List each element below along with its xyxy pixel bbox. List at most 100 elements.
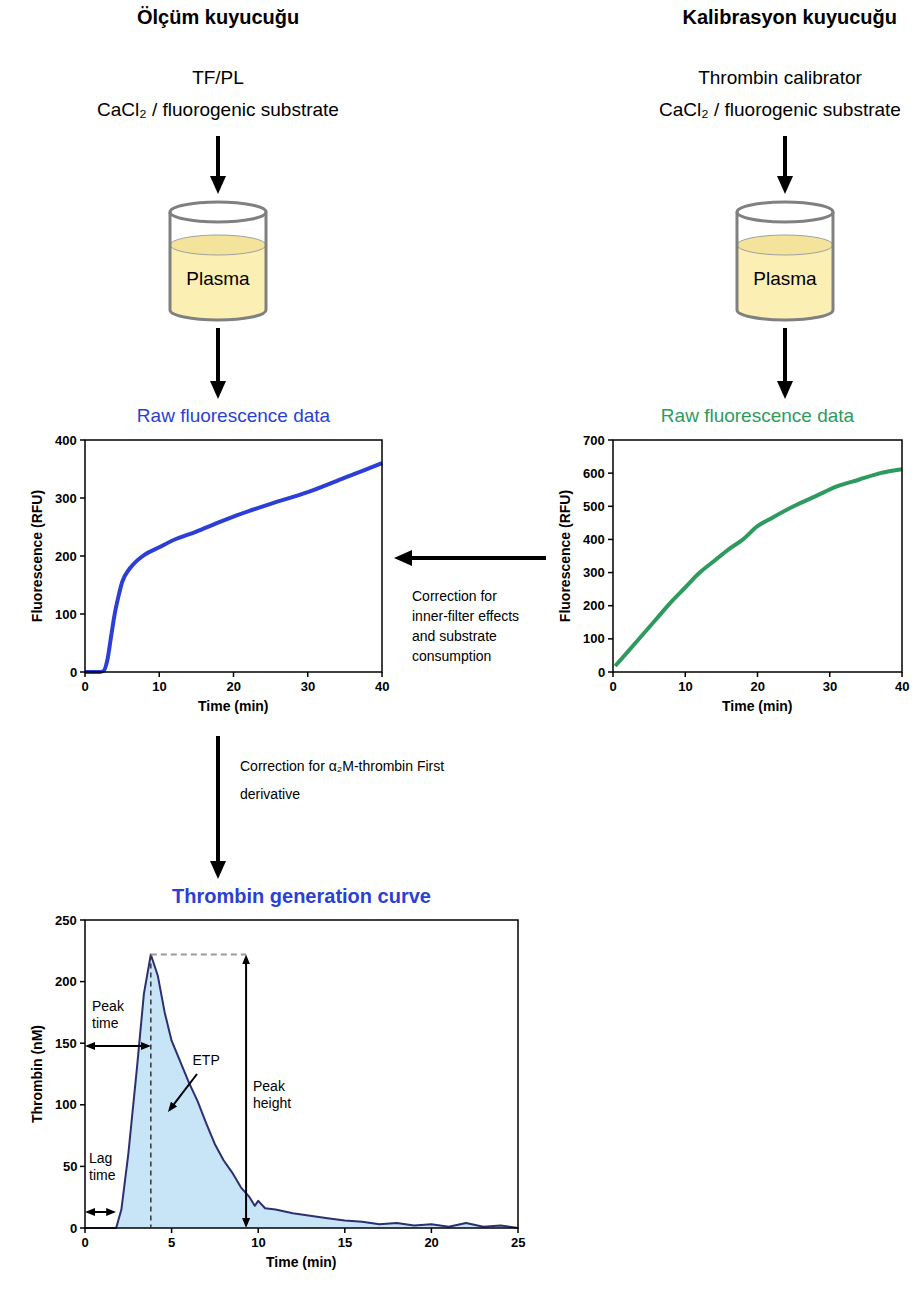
tick-mark [80,1042,85,1044]
area-fill [85,954,518,1228]
chart-title: Raw fluorescence data [613,405,902,427]
chart-label: 200 [55,974,77,989]
chart-label: Fluorescence (RFU) [29,490,45,622]
tick-mark [612,672,614,677]
chart-title: Thrombin generation curve [85,885,518,908]
chart-label: Time (min) [198,698,269,714]
tick-mark [608,506,613,508]
tick-mark [829,672,831,677]
chart-label: 0 [70,1221,77,1236]
tick-mark [84,672,86,677]
plasma-well: Plasma [168,200,268,322]
annotations [93,954,246,1228]
plasma-liquid [170,245,266,320]
chart-label: 40 [375,679,389,694]
well-rim [170,202,266,222]
column-heading: Ölçüm kuyucuğu [137,6,299,29]
tick-mark [257,1228,259,1233]
tick-mark [80,1166,85,1168]
flow-arrow [783,328,787,385]
chart-label: 300 [55,491,77,506]
chart-label: 10 [152,679,166,694]
chart-label: 100 [583,631,605,646]
reagent-block: TF/PLCaCl₂ / fluorogenic substrate [97,66,339,130]
plot [608,440,902,677]
tick-mark [757,672,759,677]
chart-label: 500 [583,499,605,514]
chart-label: 700 [583,433,605,448]
tick-mark [80,613,85,615]
annotation-arrow [245,962,247,1220]
plasma-liquid [737,245,833,320]
chart-label: 0 [82,679,89,694]
column-heading: Kalibrasyon kuyucuğu [683,6,898,29]
tick-mark [608,572,613,574]
tick-mark [431,1228,433,1233]
chart-label: Fluorescence (RFU) [557,490,573,622]
tick-mark [80,439,85,441]
chart-label: Time (min) [722,698,793,714]
chart-label: 200 [55,549,77,564]
tick-mark [80,981,85,983]
data-curve [85,954,518,1228]
chart-label: 10 [678,679,692,694]
annotation-arrow [93,1211,108,1213]
tick-mark [517,1228,519,1233]
reagent-text: Thrombin calibrator [659,66,901,90]
annotation-arrow [173,1074,197,1106]
flow-arrow [216,736,220,865]
well-rim [737,202,833,222]
chart-label: 100 [55,1097,77,1112]
chart-label: 200 [583,598,605,613]
data-curve [615,469,902,666]
tick-mark [171,1228,173,1233]
chart-label: Time (min) [266,1254,337,1270]
annotation-arrow [93,1045,143,1047]
plot [80,440,382,677]
chart-label: Lag time [89,1150,121,1184]
tick-mark [84,1228,86,1233]
plot-frame [85,920,518,1228]
reagent-block: Thrombin calibratorCaCl₂ / fluorogenic s… [659,66,901,130]
tick-mark [159,672,161,677]
well-wall [170,212,266,320]
plasma-well: Plasma [735,200,835,322]
tick-mark [381,672,383,677]
plot-frame [85,440,382,672]
reagent-text: CaCl₂ / fluorogenic substrate [659,98,901,122]
chart-panel: Raw fluorescence data [552,405,915,730]
tick-mark [80,1104,85,1106]
well-wall [737,212,833,320]
edge-label: Correction for inner-filter effects and … [412,586,524,666]
tick-mark [901,672,903,677]
chart-label: 400 [583,532,605,547]
well-label: Plasma [186,268,249,290]
chart-label: 50 [63,1159,77,1174]
tick-mark [80,497,85,499]
well-cylinder [735,200,835,322]
tick-mark [307,672,309,677]
flow-arrow [216,328,220,385]
tick-mark [608,539,613,541]
chart-label: 600 [583,466,605,481]
tick-mark [80,919,85,921]
chart-panel: Raw fluorescence data [20,405,388,730]
data-curve [85,463,382,672]
chart-label: ETP [193,1052,220,1068]
chart-label: 0 [598,665,605,680]
chart-label: 20 [227,679,241,694]
tick-mark [233,672,235,677]
chart-label: 20 [751,679,765,694]
chart-label: 20 [424,1235,438,1250]
plot [80,920,518,1233]
plot-frame [613,440,902,672]
tick-mark [608,439,613,441]
chart-label: Peak time [92,998,136,1032]
chart-label: 0 [610,679,617,694]
chart-label: 30 [823,679,837,694]
chart-label: 0 [82,1235,89,1250]
chart-label: 0 [70,665,77,680]
edge-label: Correction for α₂M-thrombin First deriva… [240,752,445,808]
chart-label: 40 [895,679,909,694]
